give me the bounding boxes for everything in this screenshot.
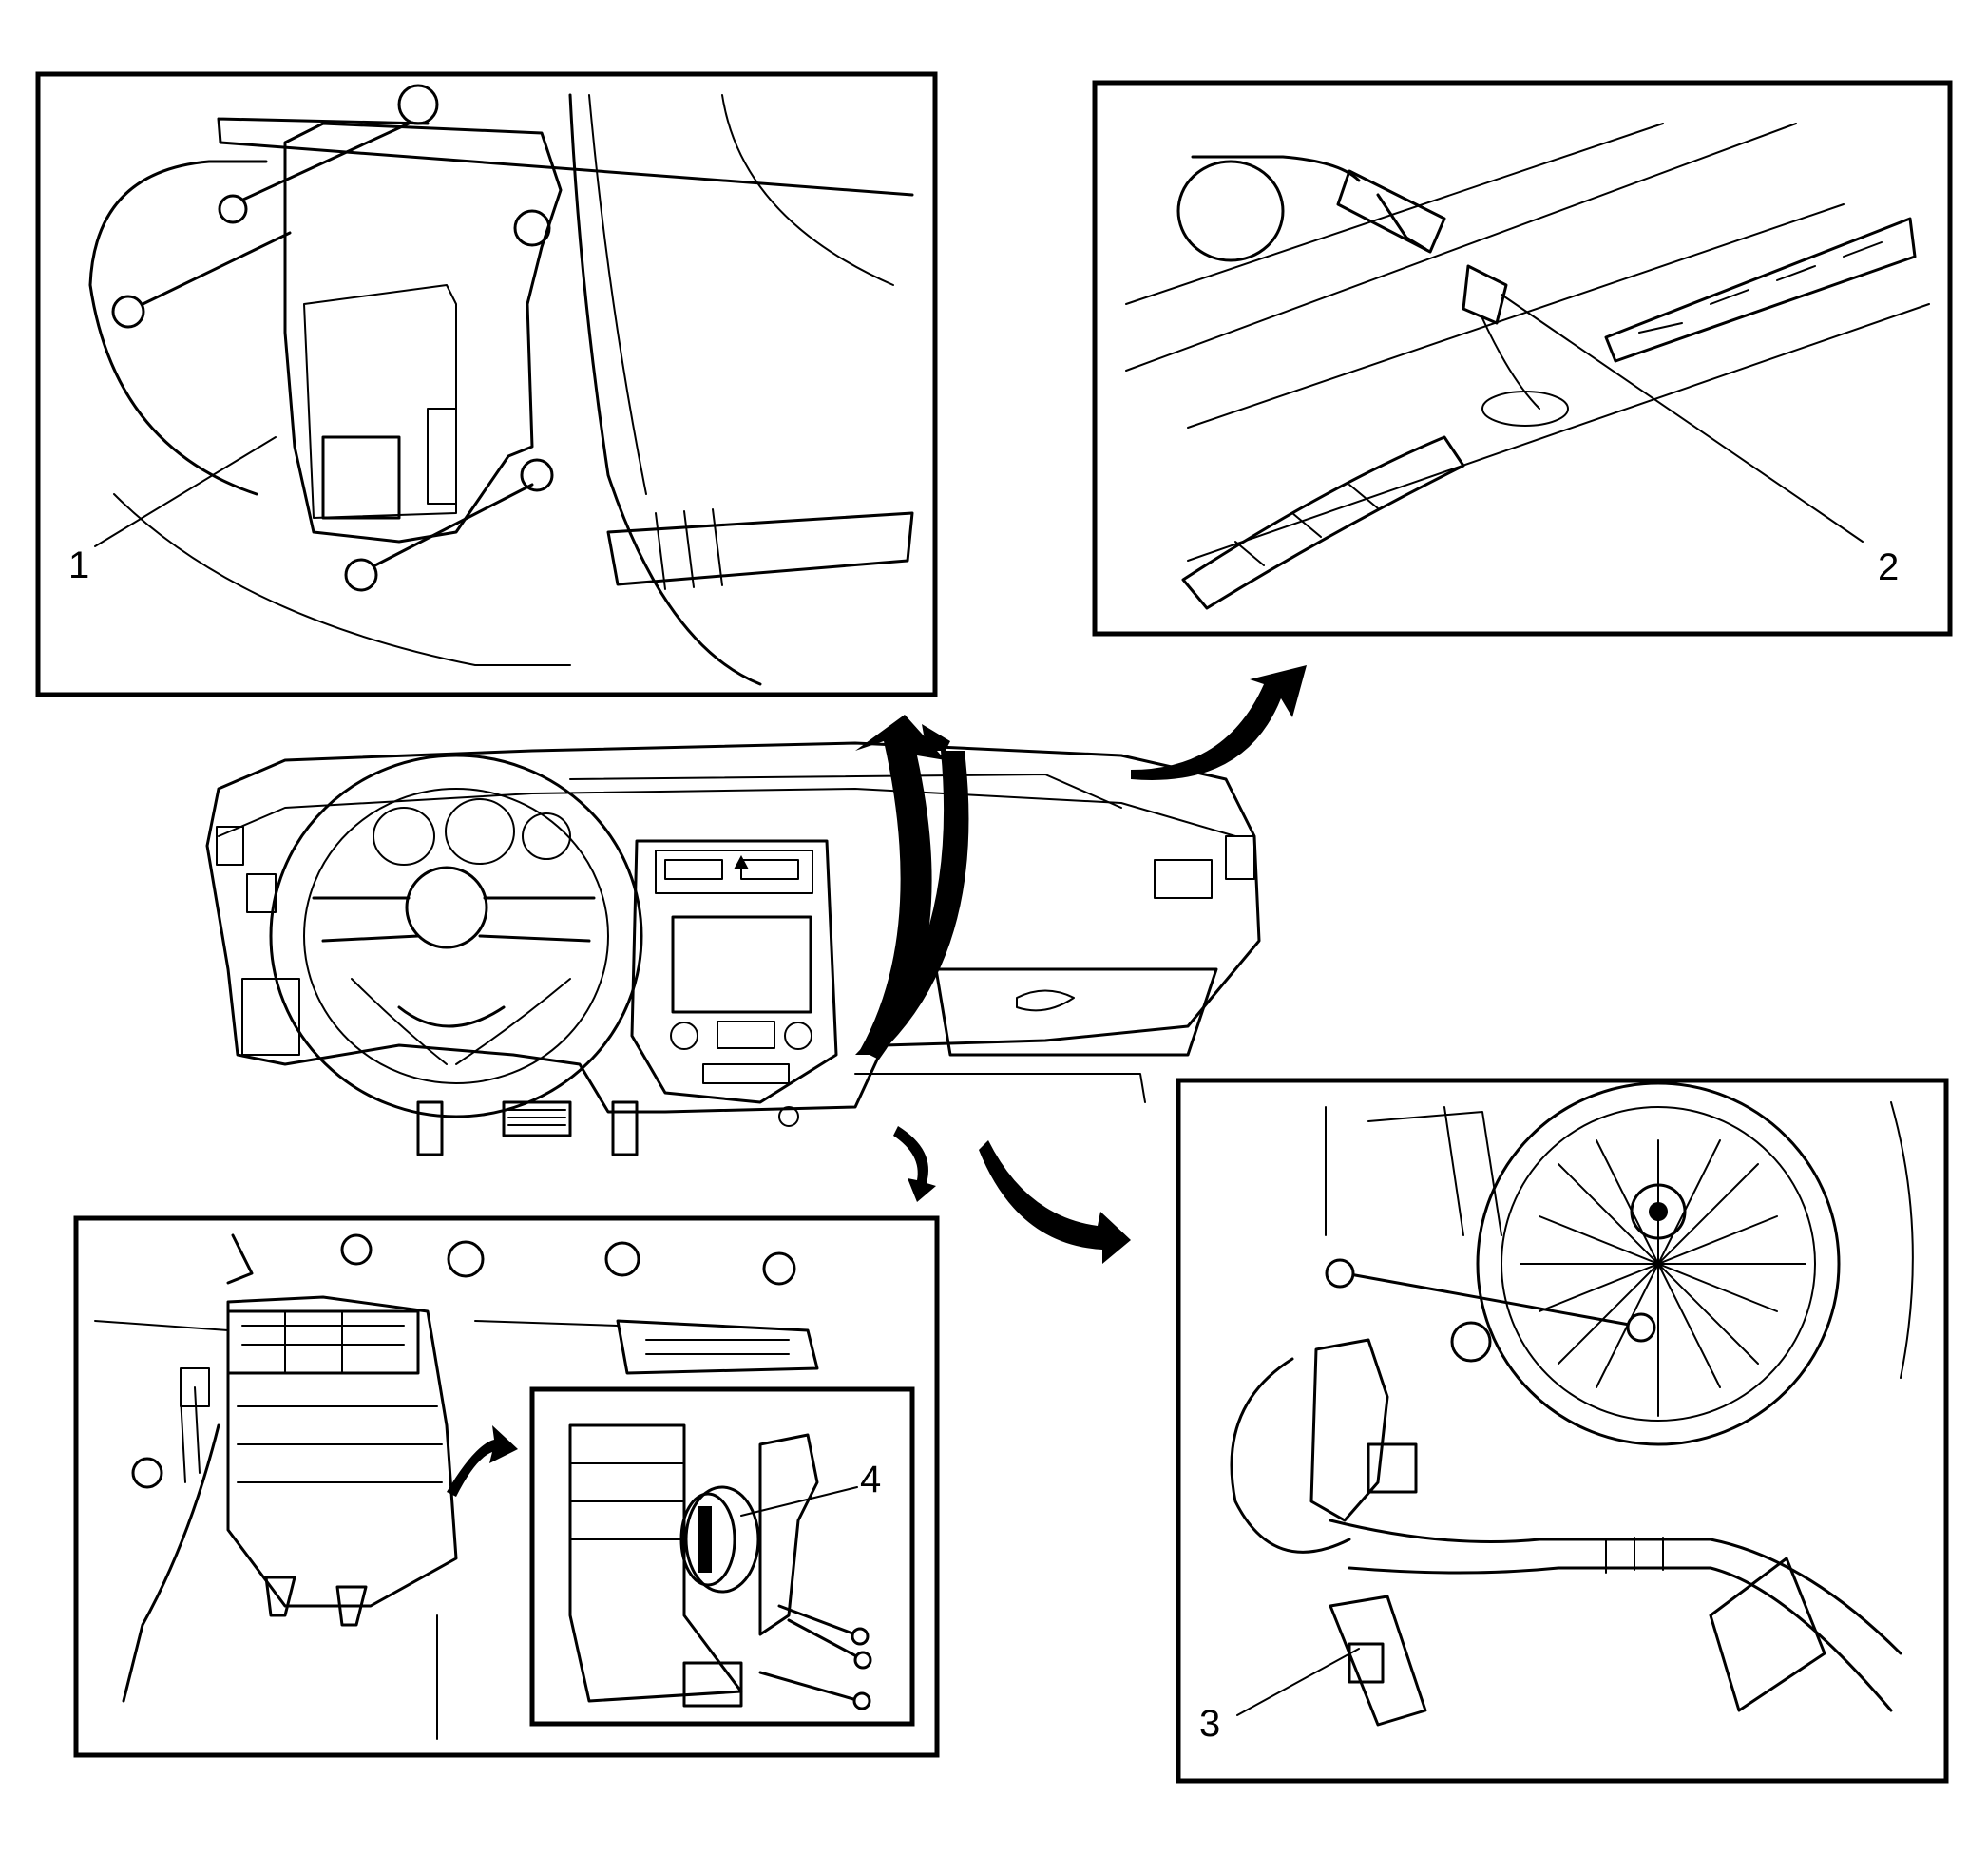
- dashboard-overview: [205, 741, 1261, 1156]
- pedals: [416, 1100, 639, 1156]
- callout-4: 4: [860, 1459, 881, 1500]
- arrow-to-top-right-inset: [1131, 665, 1307, 780]
- leader-line-2: [1501, 294, 1864, 543]
- sub-inset-detail: 4: [529, 1386, 915, 1727]
- arrow-up-body: [855, 715, 946, 1060]
- leader-line-3: [1236, 1648, 1360, 1716]
- callout-1: 1: [68, 544, 89, 586]
- bolt: [344, 483, 534, 592]
- leader-line-4: [740, 1486, 858, 1517]
- inset-top-left: 1: [35, 71, 938, 697]
- steering-wheel: [269, 754, 643, 1118]
- blower-fan: [1476, 1081, 1841, 1446]
- callout-3: 3: [1199, 1703, 1220, 1745]
- center-console: [630, 839, 838, 1127]
- inset-bottom-right: 3: [1176, 1078, 1949, 1784]
- pointer-arrows: [855, 665, 1307, 1264]
- sensor-disc: [1176, 160, 1285, 262]
- callout-2: 2: [1878, 546, 1899, 588]
- arrow-to-bottom-right-inset: [979, 1140, 1131, 1264]
- bolt: [218, 122, 411, 224]
- resistor-component: [679, 1485, 760, 1594]
- glovebox: [934, 967, 1218, 1057]
- inset-bottom-left: 4: [73, 1215, 940, 1758]
- connector: [1329, 1595, 1427, 1727]
- arrow-to-bottom-left-inset: [893, 1126, 936, 1202]
- instrument-cluster: [373, 798, 571, 866]
- bolt: [111, 231, 292, 329]
- leader-line-1: [94, 436, 277, 547]
- inset-top-right: 2: [1092, 80, 1953, 637]
